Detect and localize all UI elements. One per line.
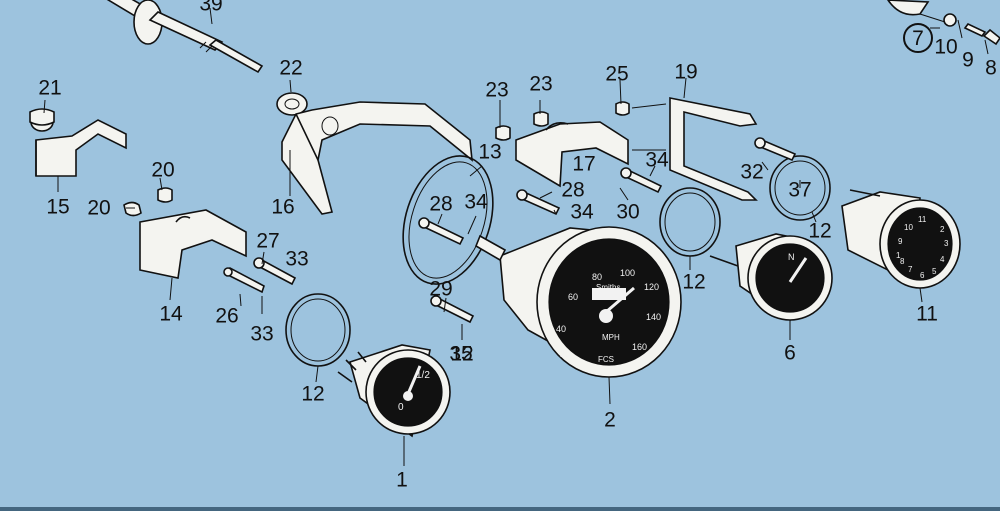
part-label-28-b: 28: [561, 178, 585, 202]
tach-tick-1: 1: [896, 251, 901, 260]
speedo-tick-20: 20: [560, 349, 570, 359]
tachometer-11: [841, 189, 961, 289]
speedo-tick-60: 60: [568, 292, 578, 302]
fuel-half-mark: 1/2: [416, 370, 430, 381]
part-label-6: 6: [784, 341, 796, 365]
tach-tick-2: 2: [940, 225, 945, 234]
tach-tick-5: 5: [932, 267, 937, 276]
part-label-34-c: 34: [645, 148, 669, 172]
ring-13: [402, 155, 494, 285]
part-label-1: 1: [396, 468, 408, 492]
part-label-13: 13: [478, 140, 502, 164]
speedo-tick-40: 40: [556, 324, 566, 334]
speedo-tick-120: 120: [644, 282, 659, 292]
speedo-tick-160: 160: [632, 342, 647, 352]
speedo-tick-80: 80: [592, 272, 602, 282]
speedo-tick-140: 140: [646, 312, 661, 322]
part-label-33-b: 33: [250, 322, 274, 346]
part-label-29: 29: [429, 277, 453, 301]
part-label-30: 30: [616, 200, 640, 224]
part-label-15: 15: [46, 195, 70, 219]
part-label-22: 22: [279, 56, 303, 80]
part-label-17: 17: [572, 152, 596, 176]
part-label-12-a: 12: [301, 382, 325, 406]
tach-tick-7: 7: [908, 265, 913, 274]
part-label-28-a: 28: [429, 192, 453, 216]
bracket-16: [276, 92, 473, 215]
temperature-gauge-6: [709, 233, 833, 322]
part-label-39: 39: [199, 0, 223, 16]
part-label-14: 14: [159, 302, 183, 326]
tach-tick-9: 9: [898, 237, 903, 246]
bracket-14: [123, 187, 247, 279]
fuel-empty-mark: 0: [398, 402, 404, 413]
bulb-holders: [223, 137, 797, 324]
part-label-12-b: 12: [682, 270, 706, 294]
gauge-face-text: 0 1/2 20 40 60 80 100 120 140 160 Smiths…: [398, 215, 949, 413]
part-label-12-d: 12: [450, 342, 474, 366]
part-label-11: 11: [916, 302, 938, 326]
fuel-gauge-1: [337, 344, 451, 438]
part-label-8: 8: [985, 56, 997, 80]
part-label-27: 27: [256, 229, 280, 253]
part-label-26: 26: [215, 304, 239, 328]
part-label-20-b: 20: [87, 196, 111, 220]
bracket-15: [29, 108, 127, 177]
speedo-tick-100: 100: [620, 268, 635, 278]
tach-tick-11: 11: [918, 215, 927, 224]
leader-lines: [43, 7, 989, 466]
part-label-21: 21: [38, 76, 62, 100]
part-label-32: 32: [740, 160, 764, 184]
tach-tick-6: 6: [920, 271, 925, 280]
speedo-cable-39: [106, 0, 264, 74]
tach-tick-10: 10: [904, 223, 913, 232]
part-label-12-c: 12: [808, 219, 832, 243]
part-label-34-a: 34: [464, 190, 488, 214]
part-label-16: 16: [271, 195, 295, 219]
tach-tick-4: 4: [940, 255, 945, 264]
temp-normal-mark: N: [788, 252, 795, 262]
part-label-34-b: 34: [570, 200, 594, 224]
speedo-brand: Smiths: [596, 283, 620, 292]
part-label-25: 25: [605, 62, 629, 86]
bracket-19: [615, 97, 758, 201]
part-label-20-a: 20: [151, 158, 175, 182]
part-label-35: 35: [449, 342, 473, 366]
trip-knob-parts: [887, 0, 1000, 46]
part-label-10: 10: [934, 35, 958, 59]
part-label-23-b: 23: [529, 72, 553, 96]
part-label-33-a: 33: [285, 247, 309, 271]
part-label-7: 7: [903, 23, 933, 53]
speedo-unit: MPH: [602, 333, 620, 342]
bottom-border: [0, 507, 1000, 511]
part-label-2: 2: [604, 408, 616, 432]
bracket-17: [495, 111, 629, 188]
tach-tick-3: 3: [944, 239, 949, 248]
part-label-37: 37: [788, 178, 812, 202]
speedo-maker: FCS: [598, 355, 614, 364]
speedometer-2: [475, 226, 682, 378]
part-label-23-a: 23: [485, 78, 509, 102]
tach-tick-8: 8: [900, 257, 905, 266]
part-label-19: 19: [674, 60, 698, 84]
part-label-9: 9: [962, 48, 974, 72]
